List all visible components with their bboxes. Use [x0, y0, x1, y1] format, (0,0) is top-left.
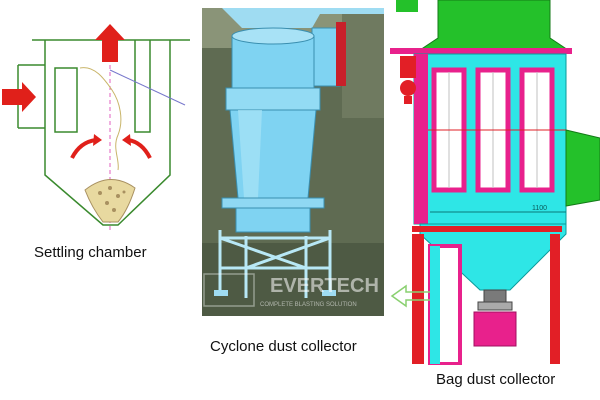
rotary-valve — [483, 289, 507, 303]
settling-chamber-drawing — [2, 24, 190, 230]
inlet-arrow — [2, 82, 36, 112]
cyclone-cylinder — [231, 35, 315, 89]
swirl-arrow-left — [70, 138, 97, 159]
dust-trail — [79, 67, 122, 171]
cyclone-drawing: EVERTECH COMPLETE BLASTING SOLUTION — [202, 8, 384, 316]
flow-guide-line — [109, 69, 186, 106]
cyclone-diagram: EVERTECH COMPLETE BLASTING SOLUTION — [202, 8, 384, 316]
top-hood — [418, 0, 570, 51]
dust-pile — [84, 179, 136, 223]
inlet-duct — [222, 8, 384, 28]
swirl-arrow-right — [127, 138, 152, 159]
bag-collector-drawing: 1100 — [390, 0, 600, 366]
settling-chamber-caption: Settling chamber — [34, 244, 147, 261]
dust-bin — [473, 311, 517, 347]
outlet-duct — [565, 129, 600, 207]
support-leg-left — [412, 234, 424, 364]
watermark-tagline: COMPLETE BLASTING SOLUTION — [260, 302, 357, 308]
watermark-logo — [203, 273, 255, 307]
left-column — [414, 54, 428, 224]
watermark-brand: EVERTECH — [270, 275, 379, 297]
filter-bags — [420, 67, 566, 193]
settling-chamber-diagram — [0, 10, 200, 240]
bag-collector-diagram: 1100 — [390, 0, 600, 366]
pulse-valves — [400, 56, 416, 104]
inlet-flange — [336, 22, 346, 86]
bag-collector-caption: Bag dust collector — [436, 371, 556, 388]
cyclone-caption: Cyclone dust collector — [210, 338, 357, 355]
support-leg-right — [550, 234, 560, 364]
dimension-label: 1100 — [532, 205, 547, 212]
connection-arrow — [390, 284, 430, 308]
outlet-arrow — [95, 24, 125, 62]
support-stand — [218, 230, 332, 298]
